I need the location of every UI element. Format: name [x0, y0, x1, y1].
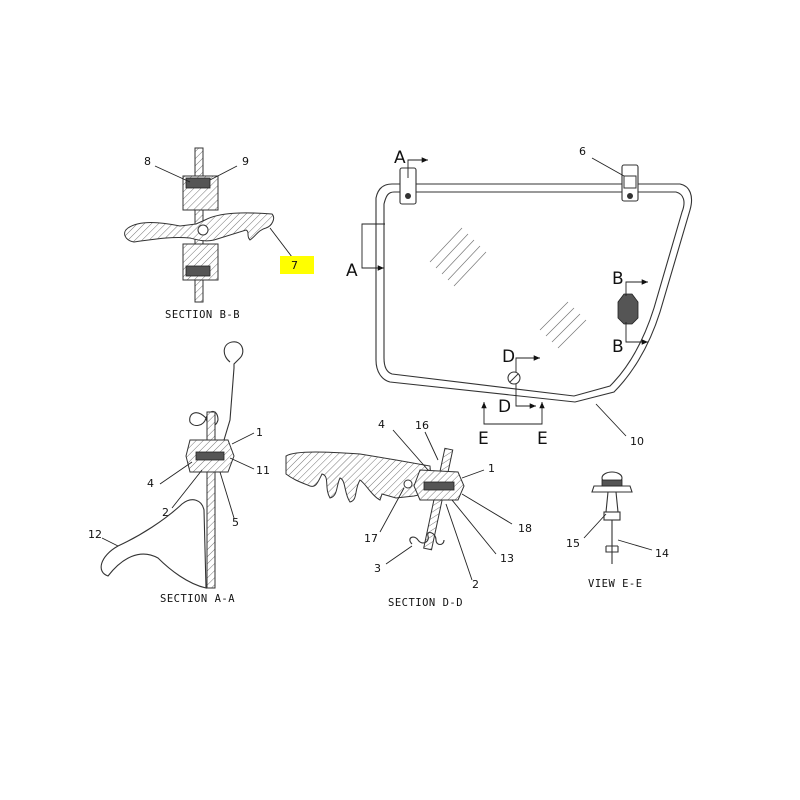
latch-b	[617, 293, 639, 325]
callout-5: 5	[232, 516, 239, 529]
section-letter-a-left: A	[346, 261, 358, 281]
callout-2-dd: 2	[472, 578, 479, 591]
callout-14: 14	[655, 547, 669, 560]
section-letter-e-right: E	[537, 429, 548, 449]
caption-section-dd: SECTION D-D	[388, 597, 463, 609]
callout-4-dd: 4	[378, 418, 385, 431]
section-letter-b-top: B	[612, 269, 624, 289]
callout-1-aa: 1	[256, 426, 263, 439]
callout-4-aa: 4	[147, 477, 154, 490]
glass-reflection-upper	[429, 227, 487, 287]
callout-7: 7	[291, 259, 298, 272]
main-door-view: A A B B D D E E 6 10	[346, 145, 693, 449]
hinge-6	[621, 164, 639, 202]
callout-10: 10	[630, 435, 644, 448]
section-letter-d-bottom: D	[498, 397, 511, 417]
section-letter-d-top: D	[502, 347, 515, 367]
callout-2-aa: 2	[162, 506, 169, 519]
caption-section-aa: SECTION A-A	[160, 593, 235, 605]
callout-6: 6	[579, 145, 586, 158]
callout-1-dd: 1	[488, 462, 495, 475]
section-letter-e-left: E	[478, 429, 489, 449]
callout-12: 12	[88, 528, 102, 541]
callout-8: 8	[144, 155, 151, 168]
callout-11: 11	[256, 464, 270, 477]
caption-view-ee: VIEW E-E	[588, 578, 643, 590]
caption-section-bb: SECTION B-B	[165, 309, 240, 321]
section-bb-view: 7 8 9 SECTION B-B	[124, 147, 314, 321]
callout-18: 18	[518, 522, 532, 535]
view-ee: 15 14 VIEW E-E	[566, 471, 669, 590]
callout-9: 9	[242, 155, 249, 168]
callout-15: 15	[566, 537, 580, 550]
section-dd-view: 4 16 1 18 17 13 3 2 SECTION D-D	[285, 418, 532, 609]
glass-reflection-lower	[539, 301, 587, 349]
section-aa-view: 1 11 4 2 5 12 SECTION A-A	[88, 341, 270, 605]
section-letter-a-top: A	[394, 148, 406, 168]
highlight-box	[280, 256, 314, 274]
callout-16: 16	[415, 419, 429, 432]
callout-13: 13	[500, 552, 514, 565]
section-letter-b-bottom: B	[612, 337, 624, 357]
callout-3: 3	[374, 562, 381, 575]
callout-17: 17	[364, 532, 378, 545]
